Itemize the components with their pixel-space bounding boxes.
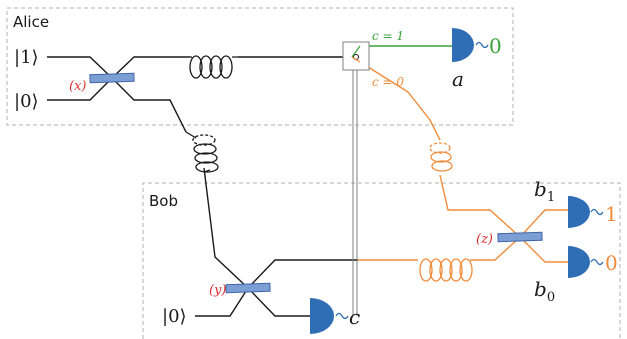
detector-c-label: c	[349, 305, 360, 329]
detector-b0	[568, 246, 604, 278]
coil-orange-horizontal	[419, 258, 473, 282]
bob-region	[142, 182, 621, 339]
label-bs-z: (z)	[476, 232, 493, 247]
input-bob-bottom: |0⟩	[162, 306, 187, 327]
detector-b1	[568, 196, 604, 228]
path-z-bottom-out	[519, 236, 568, 263]
alice-region	[6, 7, 514, 126]
path-alice-bottom-in	[47, 77, 113, 101]
label-bs-y: (y)	[209, 283, 227, 298]
beamsplitter-y	[225, 282, 271, 294]
switch-box	[342, 41, 370, 71]
beamsplitter-x	[89, 72, 135, 84]
coil-alice	[189, 55, 238, 79]
path-y-to-detector-c	[247, 287, 310, 317]
path-c0-branch	[359, 61, 441, 141]
input-alice-bottom: |0⟩	[14, 91, 39, 112]
path-alice-top-in	[47, 56, 113, 79]
detector-b1-label: b1	[534, 177, 555, 205]
detector-a	[452, 28, 489, 62]
detector-b0-value: 0	[605, 251, 618, 275]
detector-a-label: a	[452, 67, 464, 91]
detector-b0-label: b0	[534, 277, 555, 305]
label-bs-x: (x)	[69, 79, 86, 94]
label-alice: Alice	[13, 13, 49, 31]
coil-channel	[185, 131, 219, 173]
label-c0: c = 0	[372, 75, 404, 89]
beamsplitter-z	[497, 231, 543, 243]
path-y-top-out	[247, 259, 358, 289]
path-bob-in	[195, 287, 249, 317]
path-z-top-out	[519, 209, 568, 238]
path-down-to-y	[203, 167, 249, 289]
path-orange-after-coil	[470, 236, 521, 261]
classical-c-line	[352, 70, 358, 316]
detector-b1-value: 1	[605, 202, 618, 226]
label-bob: Bob	[149, 192, 178, 210]
path-x-bottom-out	[111, 77, 187, 133]
detector-a-value: 0	[489, 34, 502, 58]
input-alice-top: |1⟩	[14, 47, 39, 68]
path-x-top-out	[111, 56, 190, 79]
path-orange-down	[439, 174, 521, 238]
label-c1: c = 1	[372, 29, 404, 43]
detector-c	[310, 298, 349, 334]
coil-orange-vertical	[429, 142, 453, 172]
